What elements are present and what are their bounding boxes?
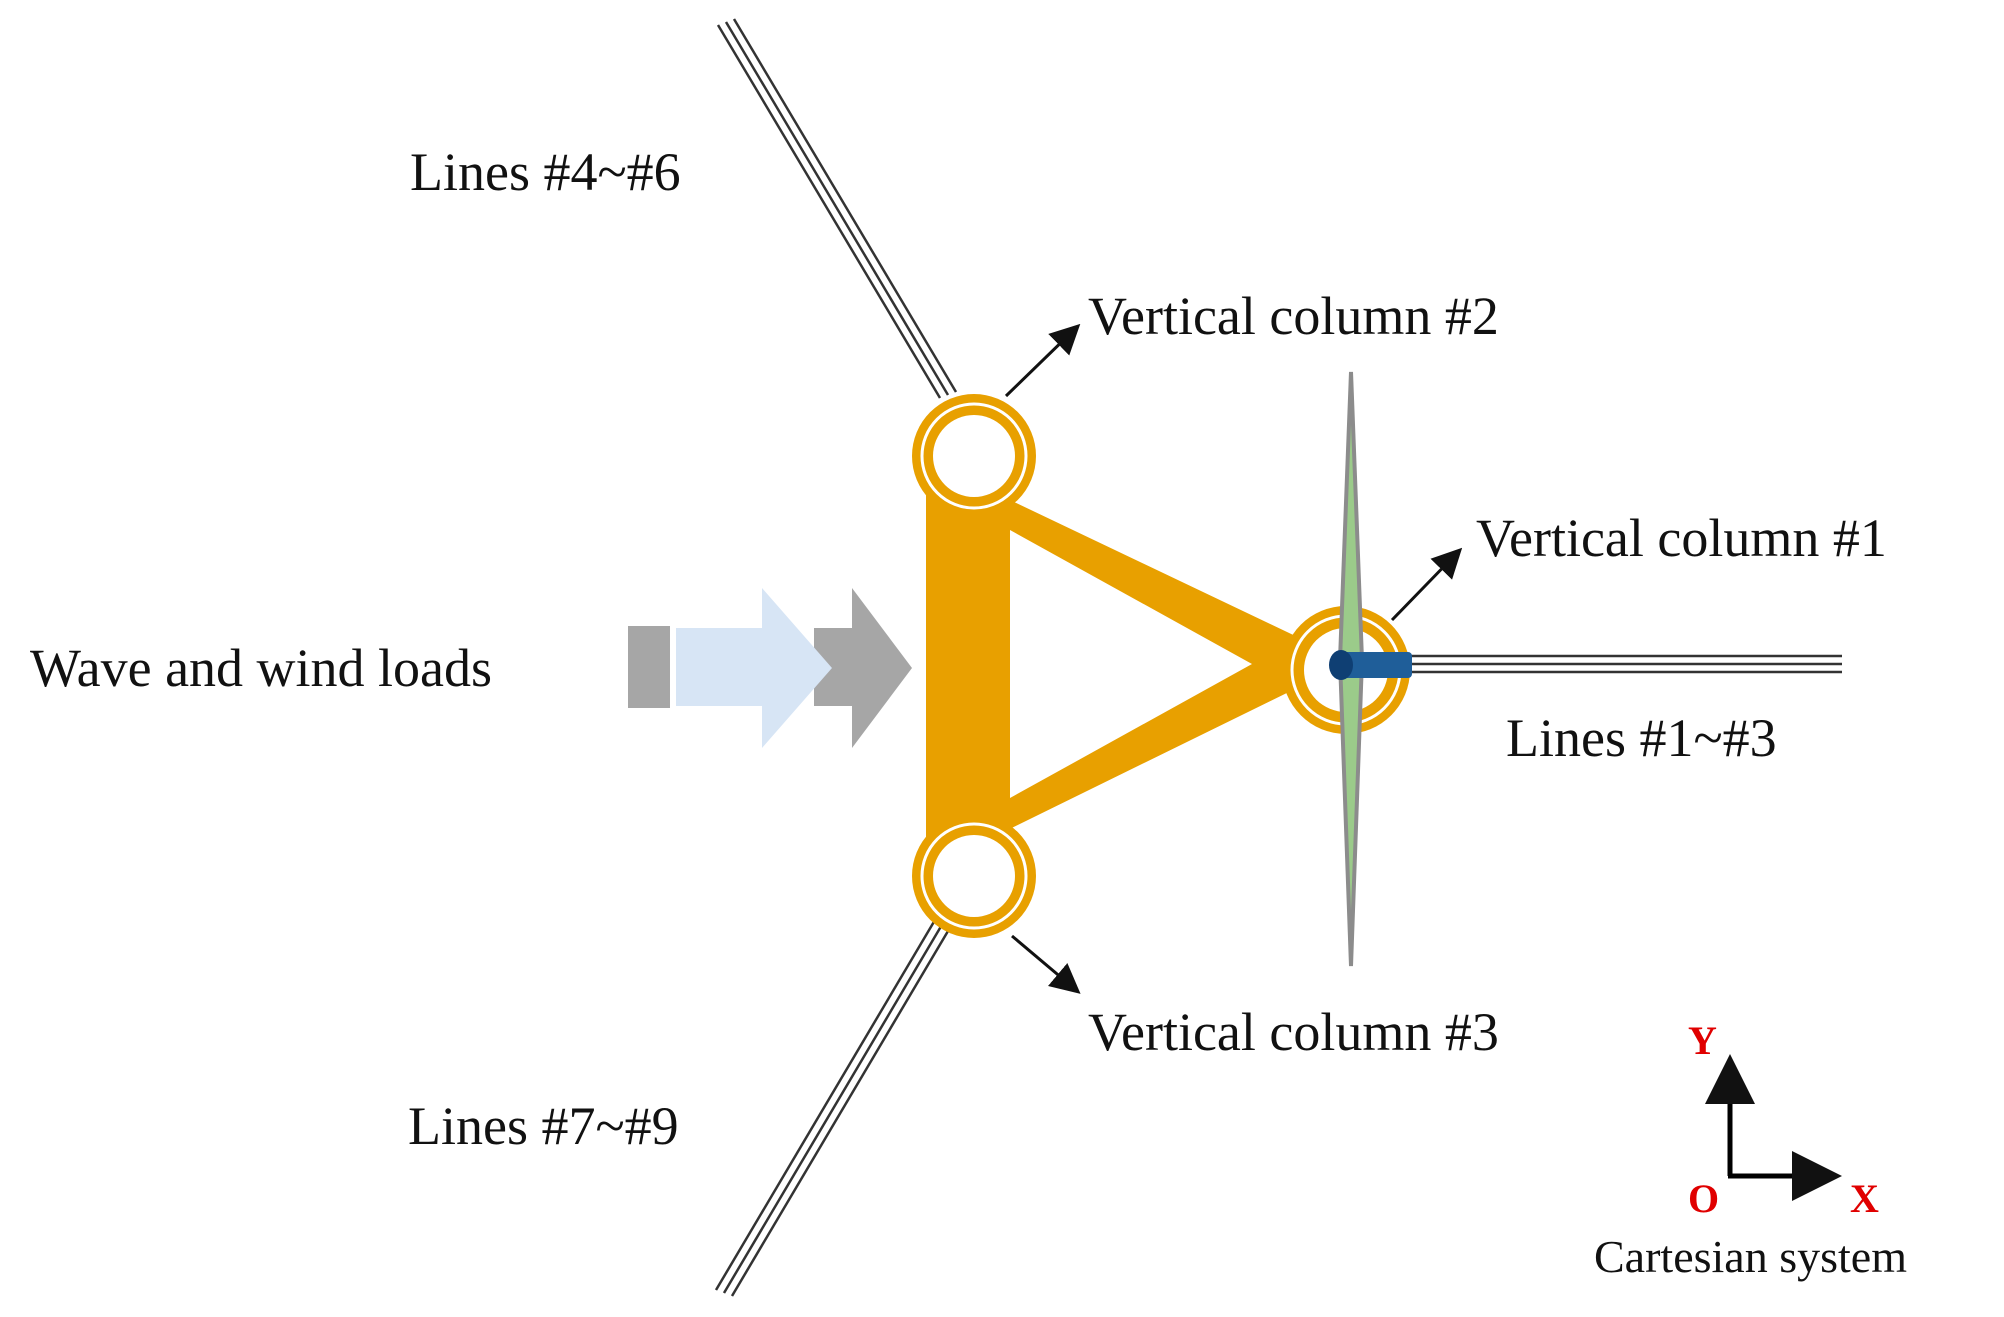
- loads-label: Wave and wind loads: [30, 638, 492, 698]
- origin-label: O: [1688, 1176, 1719, 1221]
- column-1-label: Vertical column #1: [1476, 508, 1887, 568]
- lines-4-6-label: Lines #4~#6: [410, 142, 681, 202]
- load-arrow-icon: [628, 588, 912, 748]
- column-2-label: Vertical column #2: [1088, 286, 1499, 346]
- column-1-pointer: [1390, 547, 1463, 622]
- mooring-lines-7-9: [714, 919, 953, 1297]
- x-axis-label: X: [1850, 1176, 1879, 1221]
- column-2-pointer: [1004, 323, 1081, 398]
- turbine-hub: [1329, 650, 1412, 680]
- cartesian-caption: Cartesian system: [1594, 1231, 1907, 1282]
- mooring-lines-4-6: [716, 18, 958, 399]
- vertical-column-3: [912, 814, 1036, 938]
- vertical-column-2: [912, 394, 1036, 518]
- cartesian-axes: Y O X Cartesian system: [1594, 1018, 1907, 1282]
- lines-1-3-label: Lines #1~#3: [1506, 708, 1777, 768]
- lines-7-9-label: Lines #7~#9: [408, 1096, 679, 1156]
- column-3-label: Vertical column #3: [1088, 1002, 1499, 1062]
- y-axis-label: Y: [1688, 1018, 1717, 1063]
- mooring-lines-1-3: [1400, 654, 1842, 674]
- column-3-pointer: [1011, 934, 1081, 994]
